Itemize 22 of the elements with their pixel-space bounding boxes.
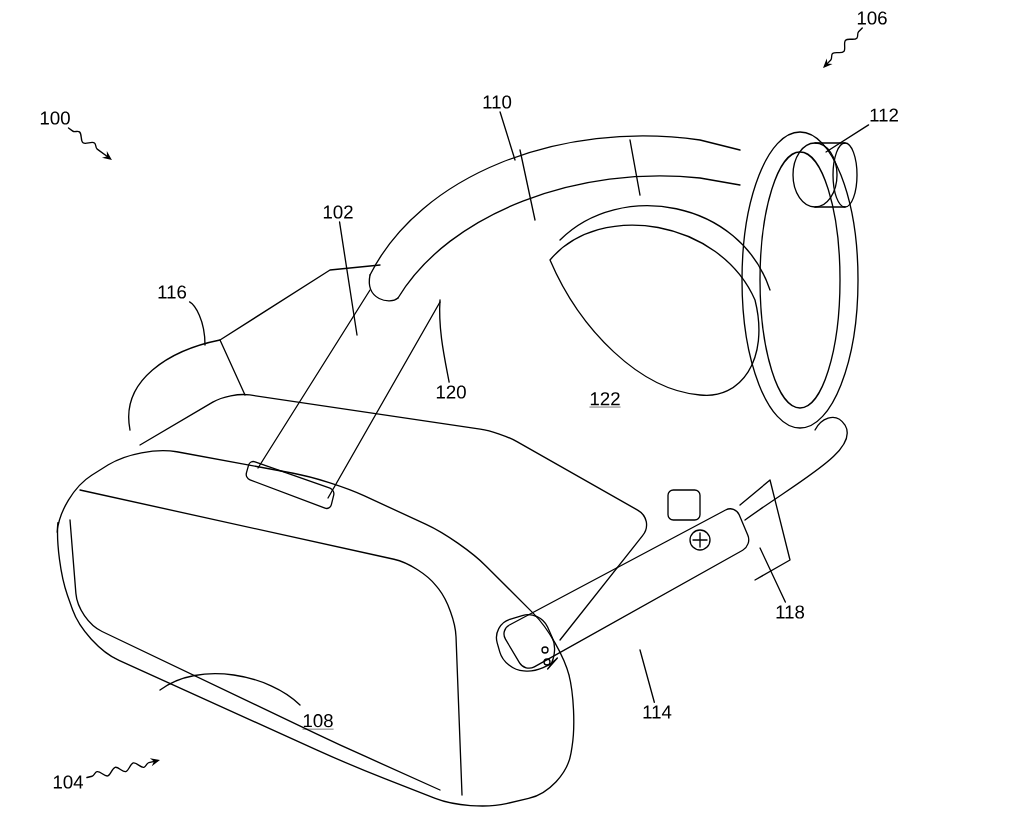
callout-number: 118 <box>776 605 805 619</box>
direction-arrow <box>86 758 160 779</box>
leader-line <box>188 301 206 346</box>
callout-number: 104 <box>53 775 83 789</box>
callout-number: 106 <box>857 11 887 25</box>
callout-number: 120 <box>436 385 466 399</box>
direction-arrow <box>67 127 112 160</box>
leader-line <box>639 649 655 703</box>
callout-number: 100 <box>40 111 70 125</box>
leader-line <box>825 124 870 153</box>
callout-number: 102 <box>323 205 353 219</box>
leader-line <box>759 547 786 603</box>
callout-number: 114 <box>643 705 672 719</box>
callout-number: 122 <box>589 392 621 408</box>
leader-line <box>499 111 516 161</box>
callout-number: 110 <box>483 95 512 109</box>
callout-number: 112 <box>870 108 898 122</box>
leader-line <box>439 299 450 383</box>
callout-number: 108 <box>302 714 334 730</box>
direction-arrow <box>823 27 863 68</box>
leader-line <box>338 221 358 336</box>
callout-number: 116 <box>158 285 187 299</box>
